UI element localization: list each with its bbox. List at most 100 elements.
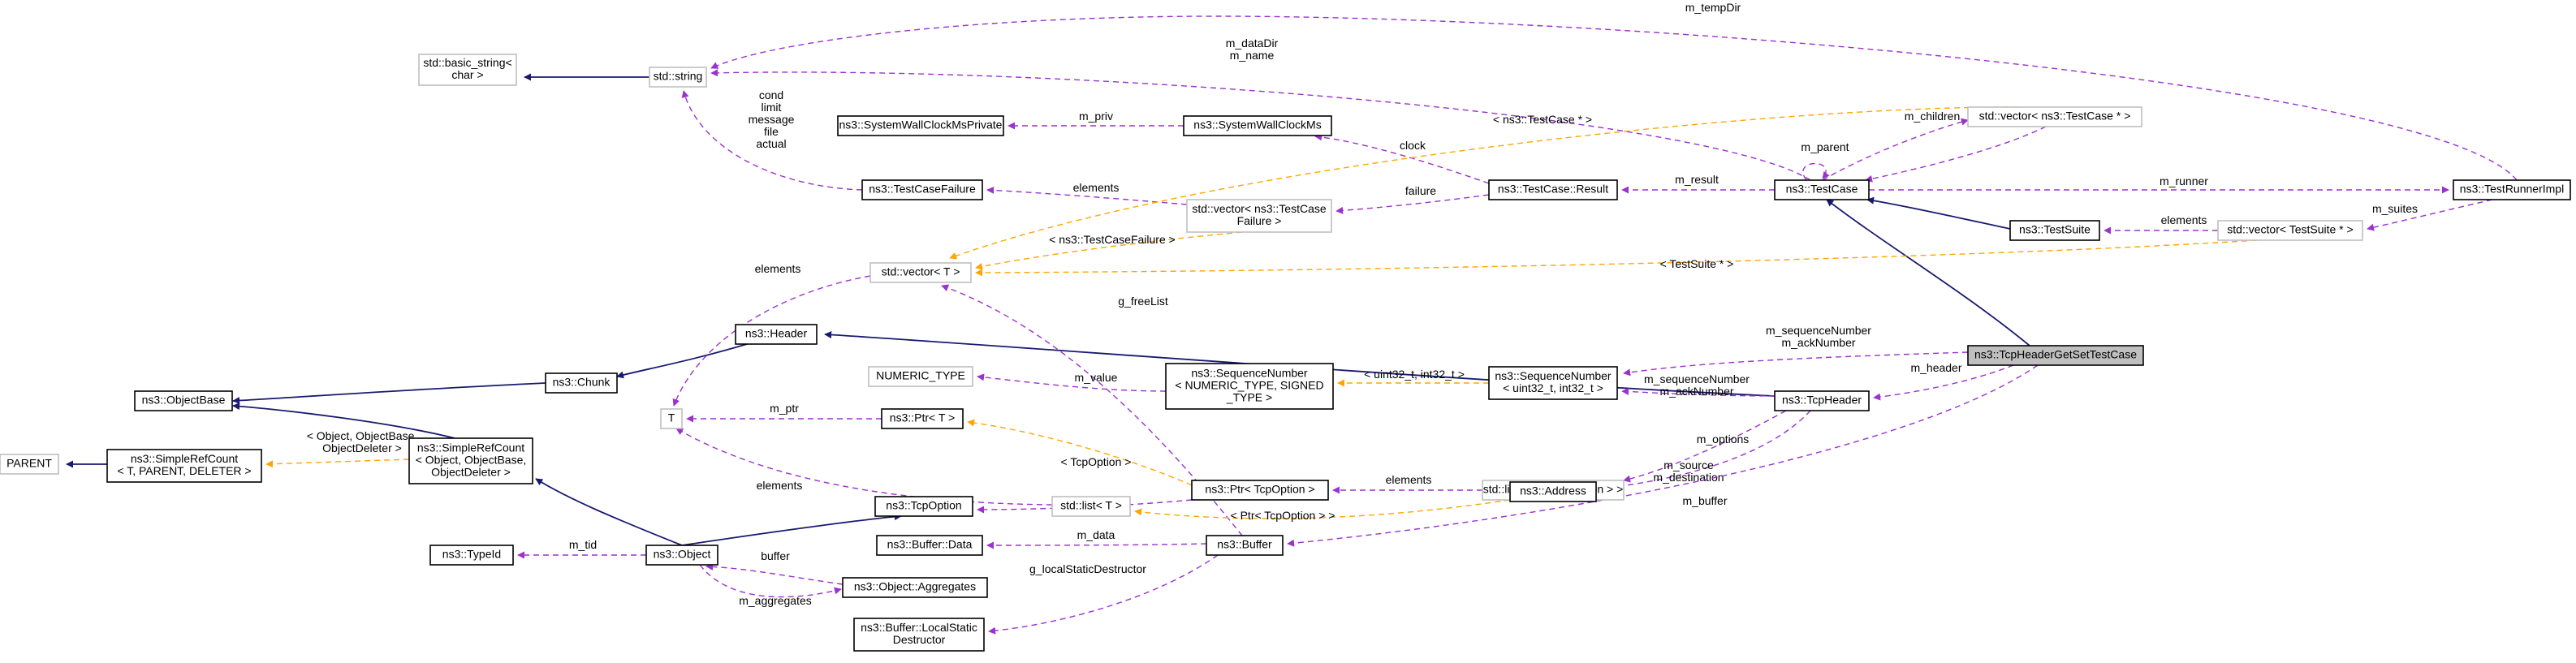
node-object-base[interactable]: ns3::ObjectBase [134,390,233,411]
node-label: ns3::SystemWallClockMsPrivate [839,118,1003,131]
node-vec-t[interactable]: std::vector< T > [869,262,972,283]
node-chunk[interactable]: ns3::Chunk [545,372,618,394]
node-buffer-data[interactable]: ns3::Buffer::Data [876,535,983,556]
node-label: ns3::Buffer [1217,538,1272,551]
edge-label: m_sequenceNumber [1644,372,1750,385]
edge-label: m_data [1077,528,1115,541]
node-box [660,408,683,429]
node-label: T [668,411,675,424]
node-box [1509,481,1597,502]
node-buffer[interactable]: ns3::Buffer [1206,535,1284,556]
node-label: ns3::TestCase [1786,183,1858,196]
node-runner[interactable]: ns3::TestRunnerImpl [2453,179,2571,200]
node-box [418,54,517,86]
edge-label: m_sequenceNumber [1766,324,1871,337]
node-vec-tcf[interactable]: std::vector< ns3::TestCaseFailure > [1186,199,1332,233]
node-object[interactable]: ns3::Object [645,545,718,566]
edge-clock: clock [1314,133,1490,184]
node-box [881,408,964,429]
node-tc-result[interactable]: ns3::TestCase::Result [1488,179,1618,200]
node-box [1488,366,1618,400]
node-label: ns3::SequenceNumber [1495,369,1612,382]
node-label: std::vector< ns3::TestCase [1192,202,1327,215]
node-type-id[interactable]: ns3::TypeId [429,545,514,566]
node-seq[interactable]: ns3::SequenceNumber< uint32_t, int32_t > [1488,366,1618,400]
node-label: ns3::Buffer::Data [887,538,973,551]
node-srefc-tpl[interactable]: ns3::SimpleRefCount< T, PARENT, DELETER … [106,449,262,483]
node-box [0,454,59,475]
edge-line [710,15,2518,181]
node-label: ns3::TestCaseFailure [869,183,976,196]
node-label: _TYPE > [1226,391,1272,404]
edge-label: m_runner [2160,174,2208,187]
edge-label: m_parent [1801,140,1849,153]
node-parent[interactable]: PARENT [0,454,59,475]
edge-line [1826,199,2030,347]
node-box [853,618,985,652]
edge-label: < ns3::TestCase * > [1493,113,1592,126]
edge-m-options: m_options [1623,410,1787,483]
edge-line [265,459,410,468]
edge-label: m_tid [569,538,597,551]
node-srefc[interactable]: ns3::SimpleRefCount< Object, ObjectBase,… [408,437,533,484]
node-tcp-header[interactable]: ns3::TcpHeader [1774,390,1870,411]
node-box [134,390,233,411]
edge-tmpl-tcf: < ns3::TestCaseFailure > [975,231,1243,270]
edge-elements-vec-t: elements [672,262,871,407]
edge-label: m_buffer [1683,494,1728,507]
edge-line [681,90,863,191]
edge-label: m_ackNumber [1781,336,1855,349]
node-box [1183,115,1332,136]
node-box [1206,535,1284,556]
edge-buffer-lbl: buffer [705,549,844,585]
edge-m-header: m_header [1873,361,2014,401]
node-vec-ts[interactable]: std::vector< TestSuite * > [2217,220,2363,241]
node-std-string[interactable]: std::string [649,67,707,88]
node-box [1774,179,1870,200]
edge-tmpl-ts: < TestSuite * > [975,239,2258,277]
edge-label: elements [2161,213,2207,226]
node-label: ns3::ObjectBase [142,394,226,407]
edge-tmpl-testcase: < ns3::TestCase * > [949,106,2019,260]
edge-g-lsd: g_localStaticDestructor [988,554,1219,635]
edge-label: < uint32_t, int32_t > [1364,368,1465,381]
edge-srefc-to-object [535,478,683,546]
node-test-case[interactable]: ns3::TestCase [1774,179,1870,200]
node-vec-tc[interactable]: std::vector< ns3::TestCase * > [1967,106,2142,127]
edge-label: cond [759,88,783,101]
node-tcp-option[interactable]: ns3::TcpOption [874,496,973,517]
node-numeric[interactable]: NUMERIC_TYPE [868,366,973,387]
node-t[interactable]: T [660,408,683,429]
edge-m-ptr-t: m_ptr [686,402,882,423]
node-box [735,324,818,345]
node-seq-tpl[interactable]: ns3::SequenceNumber< NUMERIC_TYPE, SIGNE… [1165,363,1334,410]
node-test-suite[interactable]: ns3::TestSuite [2009,220,2100,241]
node-list-t[interactable]: std::list< T > [1051,496,1131,517]
node-ptr-t[interactable]: ns3::Ptr< T > [881,408,964,429]
edge-label: failure [1405,184,1436,197]
node-ptr-opt[interactable]: ns3::Ptr< TcpOption > [1191,480,1329,501]
node-box [837,115,1004,136]
node-box [1186,199,1332,233]
edge-label: actual [756,137,786,150]
node-swc[interactable]: ns3::SystemWallClockMs [1183,115,1332,136]
node-basic-string[interactable]: std::basic_string<char > [418,54,517,86]
node-header[interactable]: ns3::Header [735,324,818,345]
edge-line [675,428,1053,506]
edge-m-value: m_value [977,371,1167,392]
edge-objectbase-to-chunk [232,382,546,405]
node-focus[interactable]: ns3::TcpHeaderGetSetTestCase [1967,345,2144,366]
node-swc-private[interactable]: ns3::SystemWallClockMsPrivate [837,115,1004,136]
node-address[interactable]: ns3::Address [1509,481,1597,502]
node-label: ns3::TcpOption [886,499,961,512]
node-box [861,179,983,200]
node-box [1191,480,1329,501]
node-aggregates[interactable]: ns3::Object::Aggregates [842,577,988,598]
edge-label: m_children [1905,110,1960,123]
node-label: ns3::SystemWallClockMs [1193,118,1321,131]
edge-line [1287,364,2039,547]
edge-label: m_ackNumber [1659,385,1733,398]
node-tc-failure[interactable]: ns3::TestCaseFailure [861,179,983,200]
edge-line [1873,364,2014,401]
